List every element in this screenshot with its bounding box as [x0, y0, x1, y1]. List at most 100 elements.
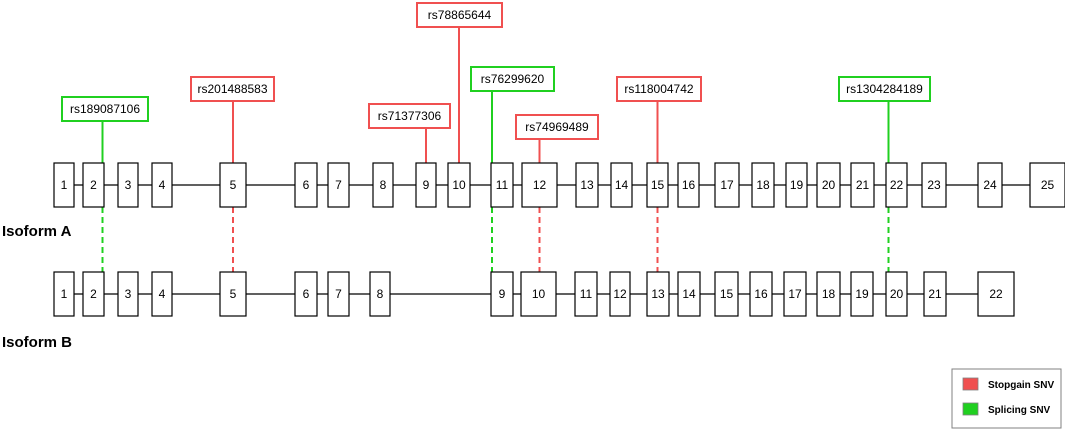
isoformA-exon-box [850, 162, 875, 208]
isoformB-exon-box [574, 271, 598, 317]
isoformA-exon-number: 20 [822, 178, 836, 192]
snv-id-label: rs201488583 [197, 82, 267, 96]
snv-id-label: rs74969489 [525, 120, 589, 134]
legend-label-splicing: Splicing SNV [988, 405, 1051, 416]
isoformA-exon-number: 19 [790, 178, 804, 192]
isoformA-exon-19: 19 [785, 162, 808, 208]
isoformB-exon-box [490, 271, 514, 317]
isoformB-exon-number: 16 [754, 287, 768, 301]
isoformA-exon-number: 2 [90, 178, 97, 192]
isoformA-exon-21: 21 [850, 162, 875, 208]
isoformB-exon-number: 22 [989, 287, 1003, 301]
isoformA-exon-10: 10 [447, 162, 471, 208]
isoformA-exon-number: 21 [856, 178, 870, 192]
isoformA-exon-14: 14 [610, 162, 633, 208]
isoformA-exon-number: 1 [61, 178, 68, 192]
snv-rs78865644: rs78865644 [416, 2, 503, 28]
isoformA-exon-box [219, 162, 247, 208]
snv-box [616, 76, 702, 102]
isoformA-exon-box [610, 162, 633, 208]
isoformB-exon-14: 14 [677, 271, 701, 317]
isoformB-exon-box [714, 271, 739, 317]
isoformA-exon-number: 22 [890, 178, 904, 192]
snv-id-label: rs189087106 [70, 102, 140, 116]
snv-box [190, 76, 275, 102]
isoformB-exon-number: 17 [788, 287, 802, 301]
snv-rs71377306: rs71377306 [368, 103, 451, 129]
isoformB-exon-2: 2 [82, 271, 105, 317]
isoformB-exon-box [520, 271, 557, 317]
isoformA-exon-number: 24 [983, 178, 997, 192]
isoformA-exon-number: 13 [580, 178, 594, 192]
isoformA-exon-11: 11 [490, 162, 514, 208]
isoformA-exon-number: 9 [423, 178, 430, 192]
isoformB-exon-number: 9 [499, 287, 506, 301]
isoformA-exon-number: 7 [335, 178, 342, 192]
isoformB-exon-number: 2 [90, 287, 97, 301]
intron-lines [54, 184, 1065, 295]
isoformA-exon-number: 23 [927, 178, 941, 192]
isoformB-exon-box [850, 271, 874, 317]
isoformA-exon-18: 18 [751, 162, 775, 208]
isoformB-exon-22: 22 [977, 271, 1015, 317]
isoformB-exon-number: 4 [159, 287, 166, 301]
isoformA-exon-9: 9 [415, 162, 437, 208]
isoformA-exon-number: 25 [1041, 178, 1055, 192]
isoformB-exon-number: 8 [377, 287, 384, 301]
isoformB-exon-box [783, 271, 807, 317]
isoformB-exon-9: 9 [490, 271, 514, 317]
isoformA-exon-20: 20 [816, 162, 841, 208]
isoformA-exon-22: 22 [885, 162, 908, 208]
isoformB-exon-box [53, 271, 75, 317]
isoformB-exon-number: 12 [613, 287, 627, 301]
isoform-a-label: Isoform A [2, 223, 72, 240]
isoformB-exon-number: 5 [230, 287, 237, 301]
isoformA-exon-number: 3 [125, 178, 132, 192]
isoformA-exon-box [117, 162, 139, 208]
isoformA-exon-box [53, 162, 75, 208]
snv-box [61, 96, 149, 122]
snv-rs201488583: rs201488583 [190, 76, 275, 102]
isoformA-exon-number: 12 [533, 178, 547, 192]
legend-swatch-splicing [962, 402, 979, 416]
isoformA-exon-number: 6 [303, 178, 310, 192]
snv-labels: rs189087106 rs201488583 rs71377306 rs788656… [61, 2, 931, 140]
isoformB-exon-15: 15 [714, 271, 739, 317]
isoformA-exon-box [751, 162, 775, 208]
isoformB-exon-number: 6 [303, 287, 310, 301]
isoformA-exon-number: 17 [720, 178, 734, 192]
isoformB-exon-5: 5 [219, 271, 247, 317]
isoformB-exon-box [885, 271, 908, 317]
isoformB-exon-6: 6 [294, 271, 318, 317]
isoformB-exon-16: 16 [749, 271, 773, 317]
isoformB-exon-box [609, 271, 631, 317]
isoformB-exon-4: 4 [151, 271, 173, 317]
snv-box [368, 103, 451, 129]
snv-box [470, 66, 555, 92]
isoformA-exon-box [575, 162, 599, 208]
isoformB-exon-19: 19 [850, 271, 874, 317]
isoformA-exon-12: 12 [521, 162, 558, 208]
isoformB-exon-number: 19 [855, 287, 869, 301]
legend: Stopgain SNV Splicing SNV [951, 368, 1062, 429]
isoformB-exon-10: 10 [520, 271, 557, 317]
isoformA-exon-box [82, 162, 105, 208]
isoformB-exon-box [219, 271, 247, 317]
isoformA-exon-box [816, 162, 841, 208]
snv-connectors [101, 27, 890, 294]
isoformB-exon-box [369, 271, 391, 317]
isoformB-exon-number: 3 [125, 287, 132, 301]
snv-rs118004742: rs118004742 [616, 76, 702, 102]
isoformB-exon-number: 18 [822, 287, 836, 301]
isoformA-exon-box [646, 162, 669, 208]
isoformB-exon-number: 14 [682, 287, 696, 301]
isoformB-exon-number: 13 [651, 287, 665, 301]
snv-rs1304284189: rs1304284189 [838, 76, 931, 102]
isoformA-exon-25: 25 [1029, 162, 1065, 208]
isoformA-exon-box [372, 162, 394, 208]
isoformB-exon-13: 13 [646, 271, 670, 317]
isoformA-exon-box [490, 162, 514, 208]
snv-box [838, 76, 931, 102]
snv-id-label: rs78865644 [428, 8, 492, 22]
